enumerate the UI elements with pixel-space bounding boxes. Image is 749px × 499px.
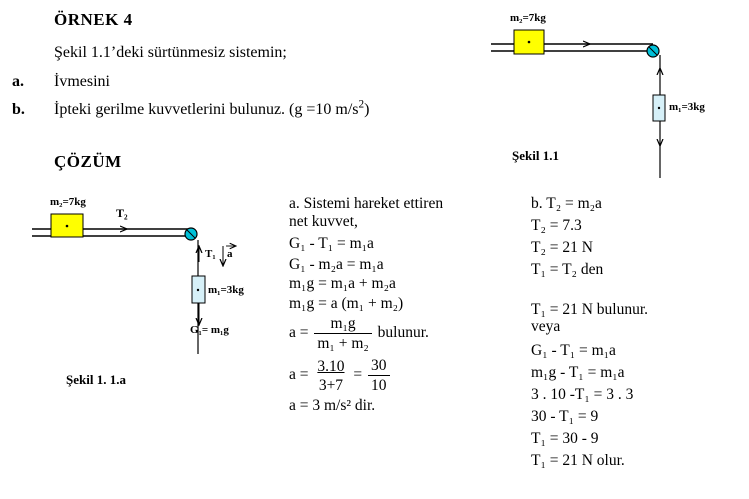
equation-a4: m₁g = a (m₁ + m₂) (289, 295, 404, 312)
solution-a-line2: net kuvvet, (289, 213, 358, 230)
solution-title: ÇÖZÜM (54, 152, 122, 171)
figure-top (491, 29, 666, 178)
item-a-label: a. (12, 73, 24, 90)
equation-b10: 30 - T₁ = 9 (531, 408, 599, 425)
figure-top-caption: Şekil 1.1 (512, 148, 559, 163)
equation-b8: m₁g - T₁ = m₁a (531, 364, 625, 381)
equation-b1: b. T₂ = m₂a (531, 195, 602, 212)
equation-b3: T₂ = 21 N (531, 239, 593, 256)
equation-b12: T₁ = 21 N olur. (531, 452, 625, 469)
m2-label-bottom: m₂=7kg (50, 196, 86, 208)
equation-b6: veya (531, 318, 561, 335)
equation-b7: G₁ - T₁ = m₁a (531, 342, 616, 359)
equation-b4: T₁ = T₂ den (531, 261, 604, 278)
equation-a2: G₁ - m₂a = m₁a (289, 256, 384, 273)
equation-a7: a = 3 m/s² dir. (289, 397, 376, 414)
example-title: ÖRNEK 4 (54, 10, 133, 29)
item-b-text: İpteki gerilme kuvvetlerini bulunuz. (g … (54, 98, 370, 118)
equation-b2: T₂ = 7.3 (531, 217, 582, 234)
equation-b9: 3 . 10 -T₁ = 3 . 3 (531, 386, 634, 403)
item-a-text: İvmesini (54, 73, 110, 90)
m1-label-bottom: m₁=3kg (208, 284, 244, 296)
equation-a3: m₁g = m₁a + m₂a (289, 275, 396, 292)
equation-b11: T₁ = 30 - 9 (531, 430, 599, 447)
g1-label: G₁= m₁g (190, 324, 229, 336)
t2-label: T₂ (116, 206, 128, 220)
item-b-label: b. (12, 101, 25, 118)
accel-label: a (227, 248, 233, 260)
figure-bottom-caption: Şekil 1. 1.a (66, 372, 126, 387)
solution-a-line1: a. Sistemi hareket ettiren (289, 195, 444, 212)
problem-intro: Şekil 1.1’deki sürtünmesiz sistemin; (54, 44, 287, 61)
equation-a1: G₁ - T₁ = m₁a (289, 235, 374, 252)
t1-label: T₁ (205, 248, 216, 260)
m2-label-top: m₂=7kg (510, 12, 546, 24)
m1-label-top: m₁=3kg (669, 101, 705, 113)
figure-bottom (32, 213, 236, 354)
equation-b5: T₁ = 21 N bulunur. (531, 301, 649, 318)
